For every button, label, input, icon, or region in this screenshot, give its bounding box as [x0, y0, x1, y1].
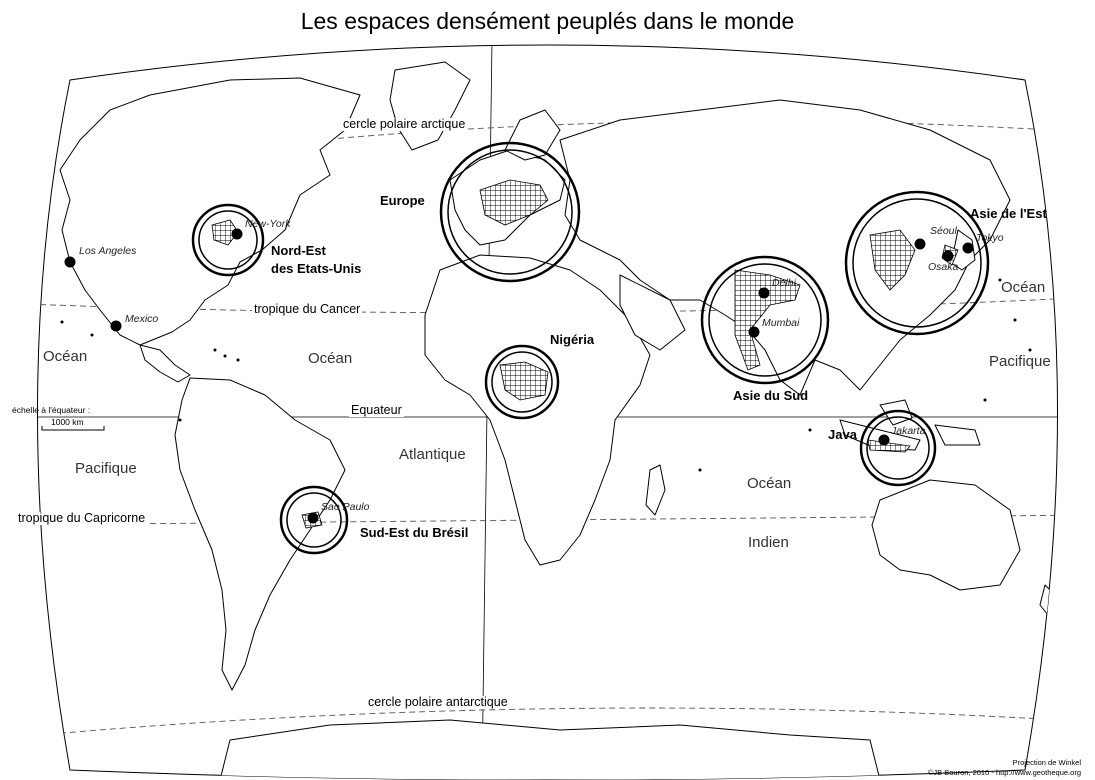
arctic-circle-label: cercle polaire arctique — [341, 117, 468, 131]
ocean-atlantic-1: Océan — [308, 350, 353, 367]
ocean-pacific-east-2: Pacifique — [989, 353, 1051, 370]
region-europe-label: Europe — [380, 193, 425, 208]
scale-value: 1000 km — [51, 417, 84, 427]
circle-south-asia — [700, 255, 830, 385]
ocean-indian-1: Océan — [747, 475, 792, 492]
city-new-york-label: New-York — [245, 218, 291, 230]
scale-bar — [41, 426, 105, 431]
circle-se-brazil — [279, 485, 349, 555]
ocean-indian-2: Indien — [748, 534, 789, 551]
scale-caption: échelle à l'équateur : — [12, 405, 91, 415]
region-se-brazil-label: Sud-Est du Brésil — [360, 525, 469, 540]
circle-nigeria — [484, 344, 560, 420]
city-mexico-label: Mexico — [125, 313, 159, 325]
dot-osaka — [942, 250, 954, 262]
ocean-pacific-east-1: Océan — [1001, 279, 1046, 296]
city-tokyo-label: Tokyo — [976, 232, 1004, 244]
ocean-pacific-west-2: Pacifique — [75, 460, 137, 477]
dot-mumbai — [748, 326, 760, 338]
cancer-label: tropique du Cancer — [252, 302, 363, 316]
ocean-pacific-west-1: Océan — [43, 348, 88, 365]
dot-jakarta — [878, 434, 890, 446]
map-frame — [37, 44, 1058, 780]
dot-los-angeles — [64, 256, 76, 268]
dot-delhi — [758, 287, 770, 299]
region-ne-us-label-1: Nord-Est — [271, 243, 326, 258]
city-sao-paulo-label: Sao Paulo — [321, 501, 370, 513]
map-title: Les espaces densément peuplés dans le mo… — [300, 8, 795, 34]
dense-areas — [211, 179, 959, 529]
circle-east-asia — [844, 190, 990, 336]
dot-seoul — [914, 238, 926, 250]
city-seoul-label: Séoul — [930, 225, 957, 237]
circle-java — [859, 409, 937, 487]
ocean-atlantic-2: Atlantique — [399, 446, 466, 463]
dot-tokyo — [962, 242, 974, 254]
region-circles — [191, 141, 990, 555]
projection-credit: Projection de Winkel — [1012, 758, 1081, 767]
continents — [59, 61, 1056, 780]
city-osaka-label: Osaka — [928, 261, 959, 273]
city-delhi-label: Delhi — [772, 277, 796, 289]
equator-label: Equateur — [349, 403, 404, 417]
city-jakarta-label: Jakarta — [891, 425, 926, 437]
dot-new-york — [231, 228, 243, 240]
circle-europe — [439, 141, 581, 283]
region-java-label: Java — [828, 427, 857, 442]
islands — [60, 278, 1032, 472]
antarctic-circle-label: cercle polaire antarctique — [366, 695, 510, 709]
dot-sao-paulo — [307, 512, 319, 524]
city-mumbai-label: Mumbai — [762, 317, 800, 329]
city-dots — [64, 228, 974, 524]
capricorn-label: tropique du Capricorne — [16, 511, 148, 525]
region-nigeria-label: Nigéria — [550, 332, 595, 347]
region-east-asia-label: Asie de l'Est — [970, 206, 1047, 221]
circle-ne-us — [191, 203, 265, 277]
city-los-angeles-label: Los Angeles — [79, 245, 137, 257]
dot-mexico — [110, 320, 122, 332]
region-ne-us-label-2: des Etats-Unis — [271, 261, 362, 276]
region-south-asia-label: Asie du Sud — [733, 388, 809, 403]
antarctic-circle-line — [39, 707, 1058, 736]
author-credit: ©JB Bouron, 2010 - http://www.geotheque.… — [927, 768, 1081, 777]
